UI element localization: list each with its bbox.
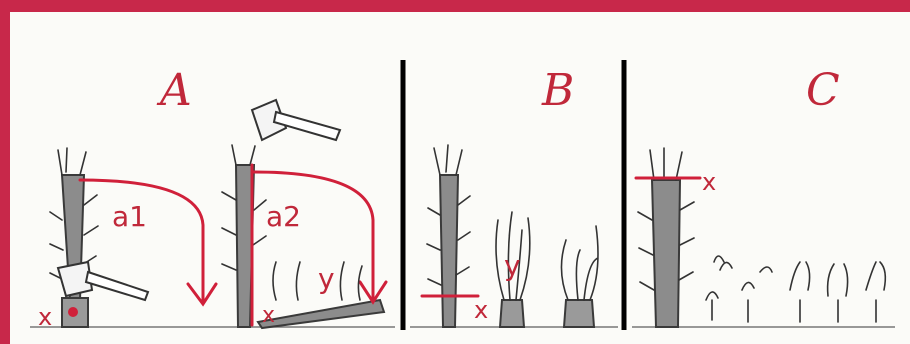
label-a2: a2 [266,200,301,233]
tree-crown-twigs-a2 [232,145,255,165]
panel-b: x y [422,145,598,327]
shoots-c2 [742,267,772,322]
coppice-cutting-diagram: A B C x a1 a2 y x [10,12,910,344]
label-a-base-x: x [38,303,52,331]
panel-a: x a1 a2 y x [38,100,386,331]
label-b-y: y [504,249,521,282]
cut-point-dot [68,307,78,317]
stool-b1 [500,300,524,327]
shoots-b2 [561,226,598,300]
panel-letter-c: C [806,65,840,116]
shoots-c3 [790,262,810,322]
shoots-c1 [706,256,732,320]
panel-letter-a: A [156,65,192,116]
label-b-x: x [474,296,488,324]
tree-crown-twigs-a1 [58,148,86,175]
panel-letter-b: B [541,65,574,116]
shoots-c4 [828,264,848,322]
tree-trunk-b [440,175,458,327]
tree-crown-twigs-c [650,148,682,180]
label-a-stump-x: x [262,303,275,328]
label-a1: a1 [112,200,147,233]
felled-log [258,300,384,328]
label-a-sprouts-y: y [318,262,335,295]
shoots-c5 [866,262,885,322]
tree-crown-twigs-b [434,145,462,175]
label-c-x: x [702,168,716,196]
panel-c: x [636,148,885,327]
axe-handle-lower [86,272,148,300]
stool-b2 [564,300,594,327]
arrow-a2 [254,172,373,300]
tree-trunk-c [652,180,680,327]
